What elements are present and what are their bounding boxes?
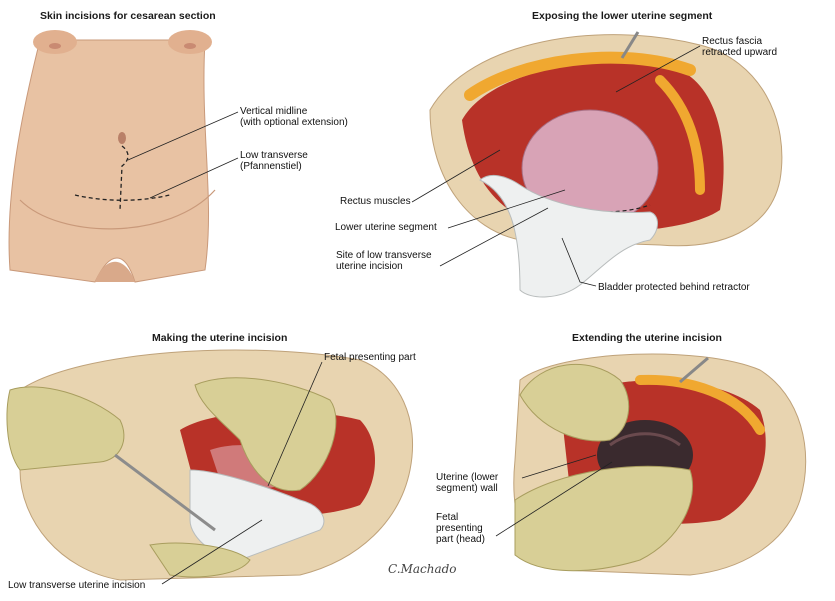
vertical-leader-line (127, 111, 239, 161)
site-leader-line (439, 207, 549, 267)
low-transverse-label: Low transverse (Pfannenstiel) (240, 150, 308, 172)
fascia-leader-line (615, 45, 701, 93)
making-panel-title: Making the uterine incision (152, 332, 288, 344)
low-transverse-incision-label: Low transverse uterine incision (8, 580, 146, 591)
fetal-leader-line (267, 361, 323, 487)
incision-site-label: Site of low transverse uterine incision (336, 250, 432, 272)
torso-illustration (8, 30, 216, 283)
exposing-panel-title: Exposing the lower uterine segment (532, 10, 713, 22)
transverse-leader-line (149, 157, 239, 199)
wall-leader-line (521, 454, 597, 479)
artist-signature: C.Machado (388, 562, 457, 576)
presenting-leader-line (495, 461, 613, 537)
muscles-leader-line (411, 149, 501, 203)
vertical-incision-line (119, 145, 129, 211)
extending-illustration (513, 353, 807, 576)
making-illustration (6, 349, 414, 581)
rectus-fascia-label: Rectus fascia retracted upward (702, 36, 778, 58)
bladder-label: Bladder protected behind retractor (598, 282, 750, 293)
bladder-leader-line (561, 237, 597, 287)
fetal-presenting-part-label: Fetal presenting part (324, 352, 416, 363)
exposing-illustration (429, 31, 783, 298)
lower-uterine-segment-label: Lower uterine segment (335, 222, 437, 233)
skin-panel-title: Skin incisions for cesarean section (40, 10, 216, 22)
uterine-wall-label: Uterine (lower segment) wall (436, 472, 499, 494)
incision-leader-line (161, 519, 263, 585)
segment-leader-line (447, 189, 566, 229)
vertical-midline-label: Vertical midline (with optional extensio… (240, 106, 348, 128)
transverse-incision-line (74, 194, 171, 201)
extending-panel-title: Extending the uterine incision (572, 332, 722, 344)
fetal-head-label: Fetal presenting part (head) (436, 512, 485, 545)
rectus-muscles-label: Rectus muscles (340, 196, 411, 207)
